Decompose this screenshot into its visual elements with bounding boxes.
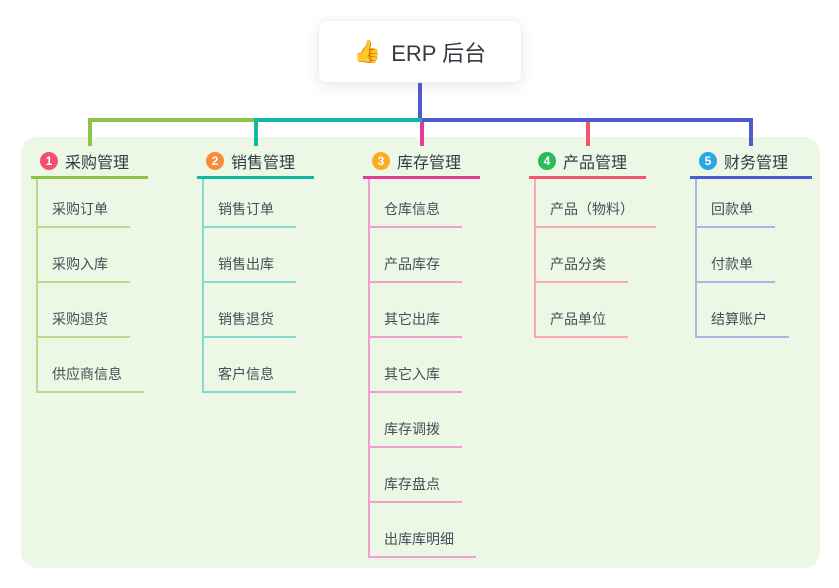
branch-number-badge: 2 (206, 152, 224, 170)
child-node-销售出库[interactable]: 销售出库 (202, 228, 296, 283)
child-node-label: 产品库存 (384, 256, 440, 272)
child-node-库存调拨[interactable]: 库存调拨 (368, 393, 462, 448)
child-node-label: 仓库信息 (384, 201, 440, 217)
children-column: 回款单付款单结算账户 (695, 173, 789, 338)
branch-node-采购管理[interactable]: 1 采购管理 (31, 146, 148, 179)
child-node-客户信息[interactable]: 客户信息 (202, 338, 296, 393)
child-node-label: 销售退货 (218, 311, 274, 327)
branches-panel (21, 137, 820, 568)
root-node-label: ERP 后台 (391, 40, 487, 66)
child-node-产品（物料）[interactable]: 产品（物料） (534, 173, 656, 228)
child-node-销售订单[interactable]: 销售订单 (202, 173, 296, 228)
children-column: 产品（物料） 产品分类产品单位 (534, 173, 656, 338)
child-node-label: 库存盘点 (384, 476, 440, 492)
child-node-仓库信息[interactable]: 仓库信息 (368, 173, 462, 228)
child-node-产品库存[interactable]: 产品库存 (368, 228, 462, 283)
child-node-付款单[interactable]: 付款单 (695, 228, 775, 283)
child-node-label: 产品单位 (550, 311, 606, 327)
branch-drop-line (87, 122, 92, 146)
root-connector-line (418, 83, 422, 118)
child-node-库存盘点[interactable]: 库存盘点 (368, 448, 462, 503)
child-node-产品单位[interactable]: 产品单位 (534, 283, 628, 338)
child-node-label: 销售出库 (218, 256, 274, 272)
child-node-回款单[interactable]: 回款单 (695, 173, 775, 228)
branch-title: 库存管理 (397, 155, 462, 172)
branch-title: 产品管理 (563, 155, 628, 172)
branch-node-库存管理[interactable]: 3 库存管理 (363, 146, 480, 179)
child-node-供应商信息[interactable]: 供应商信息 (36, 338, 144, 393)
child-node-label: 回款单 (711, 201, 753, 217)
branch-number-badge: 4 (538, 152, 556, 170)
branch-title: 财务管理 (724, 155, 789, 172)
branch-drop-line (253, 122, 258, 146)
child-node-label: 其它出库 (384, 311, 440, 327)
children-spine-line (695, 179, 697, 338)
child-node-label: 出库库明细 (384, 531, 454, 547)
child-node-其它出库[interactable]: 其它出库 (368, 283, 462, 338)
children-spine-line (534, 179, 536, 338)
child-node-label: 采购入库 (52, 256, 108, 272)
branch-number-badge: 3 (372, 152, 390, 170)
root-node[interactable]: 👍 ERP 后台 (318, 20, 522, 83)
child-node-label: 结算账户 (711, 311, 767, 327)
child-node-销售退货[interactable]: 销售退货 (202, 283, 296, 338)
bus-segment-green (87, 118, 254, 122)
children-spine-line (202, 179, 204, 393)
child-node-label: 采购退货 (52, 311, 108, 327)
child-node-label: 付款单 (711, 256, 753, 272)
child-node-结算账户[interactable]: 结算账户 (695, 283, 789, 338)
child-node-label: 其它入库 (384, 366, 440, 382)
child-node-label: 采购订单 (52, 201, 108, 217)
children-column: 采购订单采购入库采购退货供应商信息 (36, 173, 144, 393)
branch-drop-line (749, 122, 753, 146)
children-spine-line (36, 179, 38, 393)
branch-node-销售管理[interactable]: 2 销售管理 (197, 146, 314, 179)
branch-title: 销售管理 (231, 155, 296, 172)
bus-segment-teal (253, 118, 422, 122)
child-node-label: 产品分类 (550, 256, 606, 272)
branch-number-badge: 1 (40, 152, 58, 170)
child-node-label: 客户信息 (218, 366, 274, 382)
child-node-采购入库[interactable]: 采购入库 (36, 228, 130, 283)
child-node-label: 销售订单 (218, 201, 274, 217)
branch-drop-line (419, 122, 424, 146)
children-column: 销售订单销售出库销售退货客户信息 (202, 173, 296, 393)
child-node-出库库明细[interactable]: 出库库明细 (368, 503, 476, 558)
child-node-label: 产品（物料） (550, 201, 634, 217)
thumbs-up-icon: 👍 (353, 38, 382, 64)
branch-drop-line (585, 122, 590, 146)
branch-number-badge: 5 (699, 152, 717, 170)
child-node-其它入库[interactable]: 其它入库 (368, 338, 462, 393)
branch-node-产品管理[interactable]: 4 产品管理 (529, 146, 646, 179)
children-spine-line (368, 179, 370, 558)
bus-segment-blue (422, 118, 753, 122)
child-node-label: 库存调拨 (384, 421, 440, 437)
children-column: 仓库信息产品库存其它出库其它入库库存调拨库存盘点出库库明细 (368, 173, 476, 558)
branch-title: 采购管理 (65, 155, 130, 172)
child-node-采购订单[interactable]: 采购订单 (36, 173, 130, 228)
child-node-产品分类[interactable]: 产品分类 (534, 228, 628, 283)
child-node-采购退货[interactable]: 采购退货 (36, 283, 130, 338)
child-node-label: 供应商信息 (52, 366, 122, 382)
branch-node-财务管理[interactable]: 5 财务管理 (690, 146, 812, 179)
